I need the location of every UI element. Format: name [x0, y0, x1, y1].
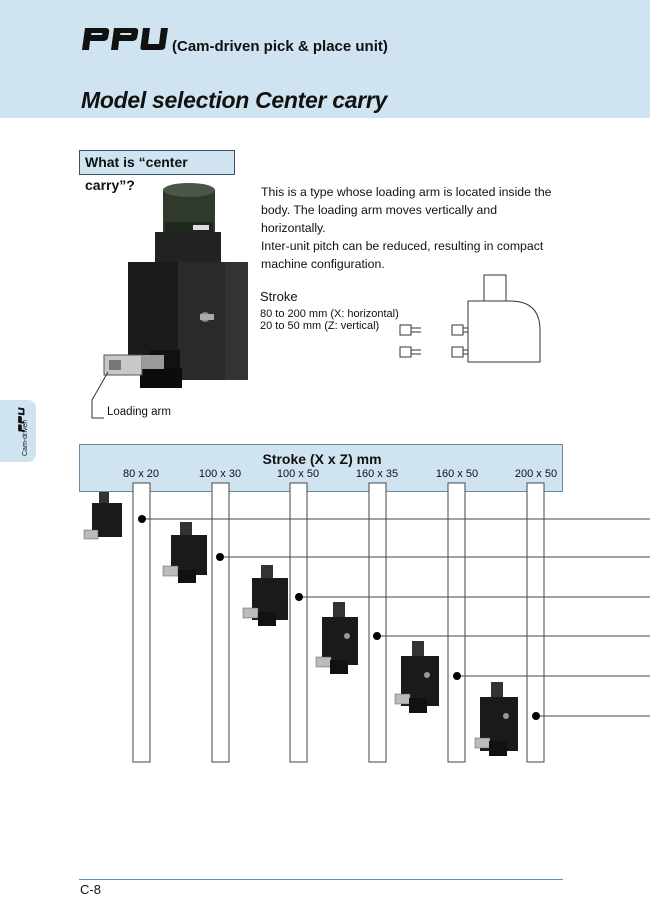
stroke-column-label: 160 x 50	[435, 468, 479, 480]
stroke-column-bar	[132, 482, 151, 763]
stroke-column-bar	[368, 482, 387, 763]
side-tab[interactable]: Cam-driven	[0, 400, 36, 462]
page-number: C-8	[80, 882, 101, 897]
stroke-column-label: 100 x 50	[276, 468, 320, 480]
selection-dot	[216, 553, 224, 561]
model-thumbnail-5	[394, 641, 439, 713]
stroke-range-x: 80 to 200 mm (X: horizontal)	[260, 308, 399, 320]
description-line: body. The loading arm moves vertically a…	[261, 203, 498, 217]
description: This is a type whose loading arm is loca…	[261, 183, 561, 273]
model-thumbnail-6	[474, 682, 518, 756]
selection-dot	[453, 672, 461, 680]
model-thumbnail-2	[162, 522, 207, 583]
description-line: machine configuration.	[261, 257, 385, 271]
stroke-column-label: 200 x 50	[514, 468, 558, 480]
footer-rule	[79, 879, 563, 880]
description-line: This is a type whose loading arm is loca…	[261, 185, 552, 199]
stroke-column-bar	[211, 482, 230, 763]
header-band	[0, 0, 650, 118]
selection-dot	[295, 593, 303, 601]
model-thumbnail-1	[83, 492, 122, 540]
ppu-tab-logo	[18, 407, 25, 433]
selection-dot	[138, 515, 146, 523]
model-thumbnail-4	[315, 602, 358, 674]
page-title: Model selection Center carry	[81, 87, 388, 113]
loading-arm-label: Loading arm	[107, 406, 171, 418]
stroke-column-bar	[526, 482, 545, 763]
stroke-table-title: Stroke (X x Z) mm	[262, 451, 382, 467]
selection-dot	[373, 632, 381, 640]
stroke-column-label: 100 x 30	[198, 468, 242, 480]
section-heading: What is “center carry”?	[79, 150, 235, 193]
header-subtitle: (Cam-driven pick & place unit)	[172, 38, 388, 55]
selection-dot	[532, 712, 540, 720]
model-thumbnail-3	[242, 565, 288, 626]
description-line: horizontally.	[261, 221, 326, 235]
stroke-column-label: 80 x 20	[122, 468, 160, 480]
stroke-column-bar	[289, 482, 308, 763]
description-line: Inter-unit pitch can be reduced, resulti…	[261, 239, 544, 253]
stroke-table-header: Stroke (X x Z) mm	[79, 444, 563, 492]
ppu-logo	[82, 28, 168, 50]
stroke-heading: Stroke	[260, 289, 298, 304]
stroke-column-bar	[447, 482, 466, 763]
stroke-column-label: 160 x 35	[355, 468, 399, 480]
stroke-range-z: 20 to 50 mm (Z: vertical)	[260, 320, 380, 332]
